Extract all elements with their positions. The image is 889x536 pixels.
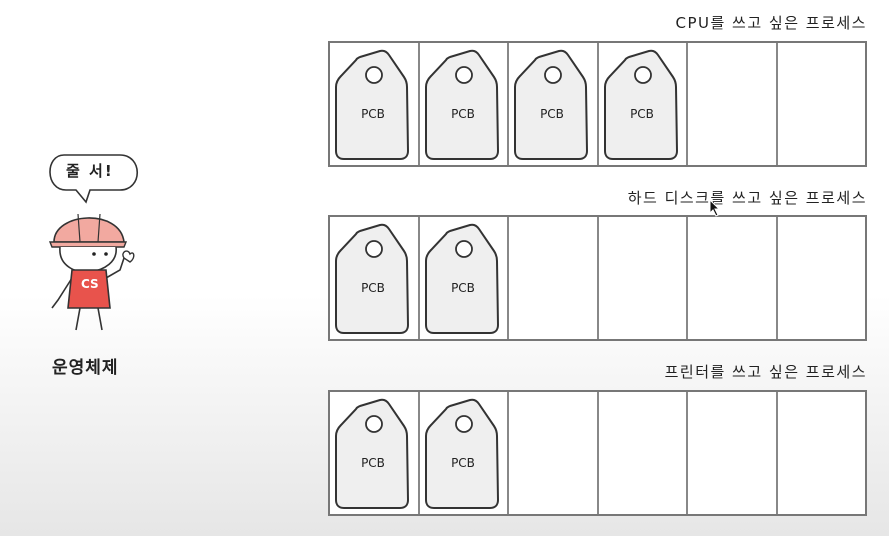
pcb-tag-body bbox=[424, 223, 499, 334]
pcb-tag-body bbox=[335, 223, 410, 334]
queue-label-cpu: CPU를 쓰고 싶은 프로세스 bbox=[675, 14, 867, 32]
queue-slot: PCB bbox=[330, 43, 420, 165]
queue-label-printer: 프린터를 쓰고 싶은 프로세스 bbox=[664, 363, 867, 381]
pcb-tag-hole bbox=[454, 240, 473, 258]
disk-queue: PCB PCB bbox=[328, 215, 867, 341]
queue-slot bbox=[599, 392, 688, 514]
pcb-tag-body bbox=[603, 49, 678, 160]
shirt-text: CS bbox=[81, 277, 99, 291]
pcb-label: PCB bbox=[630, 107, 654, 121]
pcb-label: PCB bbox=[451, 456, 475, 470]
pcb-tag-icon: PCB bbox=[335, 49, 410, 160]
queue-slot bbox=[688, 392, 778, 514]
pcb-tag-icon: PCB bbox=[335, 398, 410, 509]
queue-slot: PCB bbox=[330, 392, 420, 514]
pcb-tag-hole bbox=[633, 66, 652, 84]
pcb-tag-body bbox=[514, 49, 589, 160]
queue-slot: PCB bbox=[420, 43, 509, 165]
pcb-tag-icon: PCB bbox=[424, 398, 499, 509]
helmet-icon bbox=[53, 217, 125, 243]
pcb-label: PCB bbox=[451, 281, 475, 295]
printer-queue: PCB PCB bbox=[328, 390, 867, 516]
pcb-label: PCB bbox=[540, 107, 564, 121]
queue-slot bbox=[599, 217, 688, 339]
pcb-tag-icon: PCB bbox=[424, 49, 499, 160]
pcb-tag-icon: PCB bbox=[603, 49, 678, 160]
pcb-label: PCB bbox=[451, 107, 475, 121]
pcb-tag-body bbox=[424, 49, 499, 160]
shirt bbox=[67, 269, 111, 309]
queue-slot: PCB bbox=[420, 217, 509, 339]
pcb-tag-body bbox=[335, 398, 410, 509]
queue-slot bbox=[778, 392, 866, 514]
queue-slot: PCB bbox=[420, 392, 509, 514]
speech-bubble bbox=[49, 154, 138, 204]
mouse-cursor-icon bbox=[709, 199, 721, 217]
pcb-label: PCB bbox=[361, 107, 385, 121]
pcb-tag-body bbox=[424, 398, 499, 509]
pcb-label: PCB bbox=[361, 281, 385, 295]
pcb-tag-hole bbox=[365, 66, 383, 84]
speech-text: 줄 서! bbox=[66, 162, 114, 180]
pcb-tag-icon: PCB bbox=[514, 49, 589, 160]
pcb-tag-hole bbox=[544, 66, 562, 84]
queue-label-disk: 하드 디스크를 쓰고 싶은 프로세스 bbox=[627, 189, 867, 207]
cpu-queue: PCB PCB PCB PCB bbox=[328, 41, 867, 167]
pcb-tag-icon: PCB bbox=[335, 223, 410, 334]
queue-slot: PCB bbox=[599, 43, 688, 165]
queue-slot bbox=[688, 217, 778, 339]
pcb-tag-hole bbox=[365, 240, 383, 258]
pcb-tag-hole bbox=[365, 415, 383, 433]
pcb-tag-hole bbox=[454, 66, 473, 84]
queue-slot bbox=[509, 392, 599, 514]
pcb-label: PCB bbox=[361, 456, 385, 470]
pcb-tag-body bbox=[335, 49, 410, 160]
queue-slot: PCB bbox=[330, 217, 420, 339]
pcb-tag-hole bbox=[454, 415, 473, 433]
queue-slot bbox=[688, 43, 778, 165]
pcb-tag-icon: PCB bbox=[424, 223, 499, 334]
character-caption: 운영체제 bbox=[52, 358, 119, 378]
queue-slot bbox=[509, 217, 599, 339]
queue-slot bbox=[778, 43, 866, 165]
character-illustration bbox=[48, 154, 138, 331]
queue-slot bbox=[778, 217, 866, 339]
queue-slot: PCB bbox=[509, 43, 599, 165]
os-character bbox=[40, 150, 150, 380]
